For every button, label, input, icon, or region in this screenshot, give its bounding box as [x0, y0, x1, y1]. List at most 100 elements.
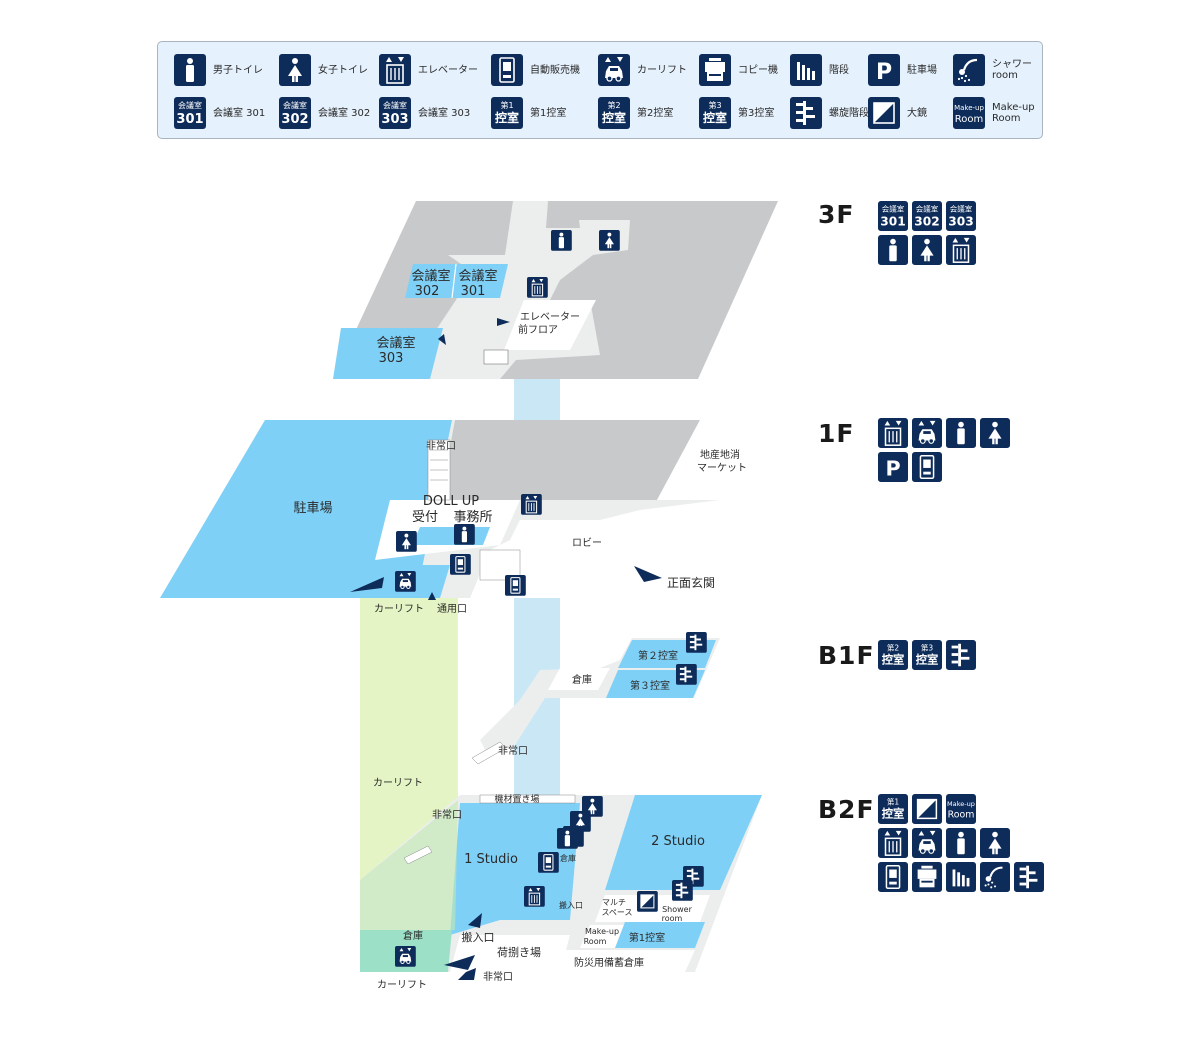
legend-item-mirror: 大鏡: [868, 96, 927, 130]
carlift-mid-label: カーリフト: [373, 777, 423, 789]
floor-b2f: カーリフト 非常口 機材置き場 1 Studio 2 Studio 倉庫 搬入口…: [360, 777, 762, 991]
svg-text:控室: 控室: [703, 110, 727, 125]
legend-label: 会議室 301: [213, 107, 266, 119]
shower-room-label-1: Shower: [662, 905, 693, 914]
reception-label: 受付: [412, 510, 438, 525]
floor-label-1f: 1F: [818, 419, 855, 448]
legend-label: 螺旋階段: [829, 107, 869, 119]
svg-text:会議室: 会議室: [383, 100, 407, 110]
lobby-label: ロビー: [572, 537, 602, 549]
office-label: 事務所: [453, 510, 492, 525]
waiting-room-2-icon: 第2控室: [598, 97, 630, 129]
legend-item-womens-toilet: 女子トイレ: [279, 53, 368, 87]
disaster-storage-label: 防災用備蓄倉庫: [574, 956, 644, 969]
legend-label: 自動販売機: [530, 64, 580, 76]
elevator-icon: [878, 418, 908, 448]
legend-label: Make-up Room: [992, 102, 1035, 124]
svg-text:会議室: 会議室: [283, 100, 307, 110]
legend-label: 会議室 303: [418, 107, 471, 119]
womens-toilet-icon: [980, 418, 1010, 448]
emergency-exit-b2-bottom: 非常口: [483, 970, 513, 983]
unloading-label: 荷捌き場: [497, 945, 541, 959]
shower-room-label-2: room: [662, 914, 683, 923]
loading-label: 搬入口: [462, 930, 495, 944]
legend-item-shower: シャワー room: [953, 53, 1032, 87]
legend-item-spiral-stairs: 螺旋階段: [790, 96, 869, 130]
svg-text:Make-up: Make-up: [947, 800, 975, 808]
legend-item-elevator: エレベーター: [379, 53, 478, 87]
svg-text:第3: 第3: [708, 100, 721, 110]
floor-3f: 会議室 302 会議室 301 会議室 303 エレベーター 前フロア: [333, 201, 778, 379]
shower-icon: [980, 862, 1010, 892]
svg-text:第1: 第1: [500, 100, 513, 110]
elevator-front-label-2: 前フロア: [518, 323, 558, 336]
svg-text:会議室: 会議室: [882, 203, 905, 213]
mens-toilet-icon: [878, 235, 908, 265]
svg-text:会議室: 会議室: [178, 100, 202, 110]
makeup-room-label-1: Make-up: [585, 927, 619, 936]
waiting-room-2-icon: 第2控室: [878, 640, 908, 670]
legend-label: 男子トイレ: [213, 64, 263, 76]
svg-text:控室: 控室: [882, 806, 905, 820]
womens-toilet-icon: [599, 230, 620, 251]
elevator-front-label-1: エレベーター: [520, 311, 580, 323]
womens-toilet-icon: [279, 54, 311, 86]
floor-1f: 駐車場 非常口 DOLL UP 受付 事務所 地産地消 マーケット ロビー 正面…: [160, 420, 790, 615]
womens-toilet-icon: [396, 531, 417, 552]
parking-label: 駐車場: [293, 501, 332, 516]
mens-toilet-icon: [551, 230, 572, 251]
carlift-label-1f: カーリフト: [374, 603, 424, 615]
legend-label: カーリフト: [637, 64, 687, 76]
svg-text:控室: 控室: [882, 652, 905, 666]
parking-icon: P: [868, 54, 900, 86]
room-302-number: 302: [415, 284, 440, 299]
spiral-stairs-icon: [686, 632, 707, 653]
svg-text:控室: 控室: [602, 110, 626, 125]
car-lift-icon: [912, 828, 942, 858]
legend-label: シャワー room: [992, 59, 1032, 81]
room-303-number: 303: [379, 351, 404, 366]
svg-text:301: 301: [880, 214, 905, 228]
spiral-stairs-icon: [676, 664, 697, 685]
mirror-icon: [868, 97, 900, 129]
svg-text:302: 302: [914, 214, 939, 228]
b1-storage-area: [548, 668, 610, 690]
market-label-2: マーケット: [697, 462, 747, 474]
copier-icon: [912, 862, 942, 892]
legend-item-copier: コピー機: [699, 53, 778, 87]
elevator-icon: [946, 235, 976, 265]
floor-label-b2f: B2F: [818, 795, 875, 824]
svg-text:会議室: 会議室: [916, 203, 939, 213]
legend-label: 女子トイレ: [318, 64, 368, 76]
market-area: [657, 420, 790, 500]
legend-item-mens-toilet: 男子トイレ: [174, 53, 263, 87]
car-lift-icon: [395, 571, 416, 592]
floor-b1f: 倉庫 第２控室 第３控室 非常口: [471, 638, 720, 765]
mens-toilet-icon: [946, 828, 976, 858]
stairs-icon: [946, 862, 976, 892]
market-label-1: 地産地消: [700, 448, 740, 461]
mirror-icon: [912, 794, 942, 824]
mens-toilet-icon: [557, 828, 578, 849]
room-303-label: 会議室: [376, 335, 415, 351]
stairs-icon: [790, 54, 822, 86]
womens-toilet-icon: [912, 235, 942, 265]
meeting-room-303-area: [333, 328, 443, 379]
mens-toilet-icon: [946, 418, 976, 448]
studio-2-label: 2 Studio: [651, 834, 705, 849]
emergency-exit-1f: 非常口: [426, 439, 456, 452]
legend-item-vending-machine: 自動販売機: [491, 53, 580, 87]
loading-small-label: 搬入口: [559, 900, 583, 910]
car-lift-icon: [395, 946, 416, 967]
elevator-front-floor: [504, 300, 596, 350]
